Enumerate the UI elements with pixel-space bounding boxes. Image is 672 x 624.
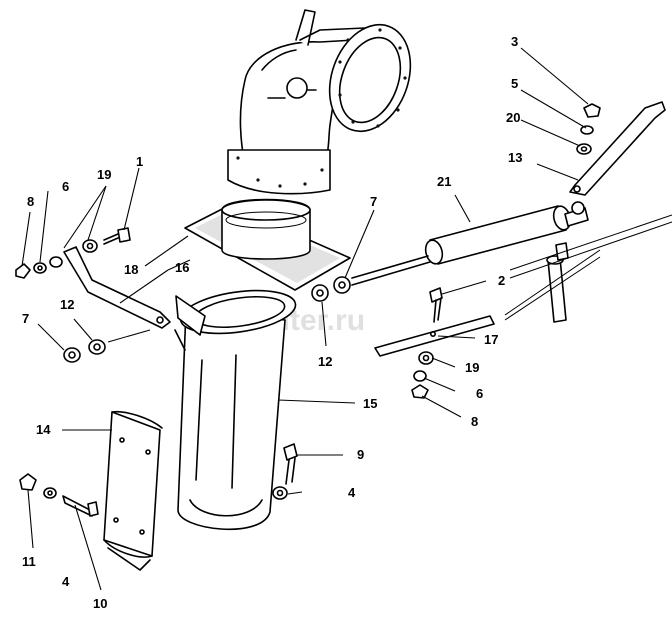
callout-7-left: 7 [22, 311, 29, 326]
leader-lines [21, 47, 589, 591]
callout-1: 1 [136, 154, 143, 169]
callout-18: 18 [124, 262, 138, 277]
callout-5: 5 [511, 76, 518, 91]
bracket [63, 246, 171, 329]
callout-2: 2 [498, 273, 505, 288]
pivot-pin [504, 214, 672, 323]
link-rod [569, 101, 666, 196]
callout-20: 20 [506, 110, 520, 125]
cover-plate [103, 410, 163, 571]
callout-3: 3 [511, 34, 518, 49]
callout-19-right: 19 [465, 360, 479, 375]
hydraulic-cylinder [351, 201, 589, 286]
callout-16: 16 [175, 260, 189, 275]
callout-12-left: 12 [60, 297, 74, 312]
callout-6-right: 6 [476, 386, 483, 401]
callout-9: 9 [357, 447, 364, 462]
strip-plate [374, 315, 495, 357]
fasteners [15, 103, 601, 517]
callout-4-left: 4 [62, 574, 70, 589]
callout-12-center: 12 [318, 354, 332, 369]
callout-13: 13 [508, 150, 522, 165]
callout-21: 21 [437, 174, 451, 189]
callout-8-right: 8 [471, 414, 478, 429]
callout-10: 10 [93, 596, 107, 611]
callout-6-left: 6 [62, 179, 69, 194]
callout-11: 11 [22, 554, 36, 569]
discharge-elbow [227, 9, 412, 195]
callout-4-right: 4 [348, 485, 356, 500]
callout-14: 14 [36, 422, 51, 437]
callout-8-left: 8 [27, 194, 34, 209]
callout-7-top: 7 [370, 194, 377, 209]
callout-17: 17 [484, 332, 498, 347]
callout-15: 15 [363, 396, 377, 411]
lower-chute [174, 289, 297, 531]
mounting-gasket [184, 198, 351, 291]
callout-19-left: 19 [97, 167, 111, 182]
callout-numbers: 1 2 3 4 4 5 6 6 7 7 8 8 9 10 11 12 12 13… [22, 34, 522, 611]
